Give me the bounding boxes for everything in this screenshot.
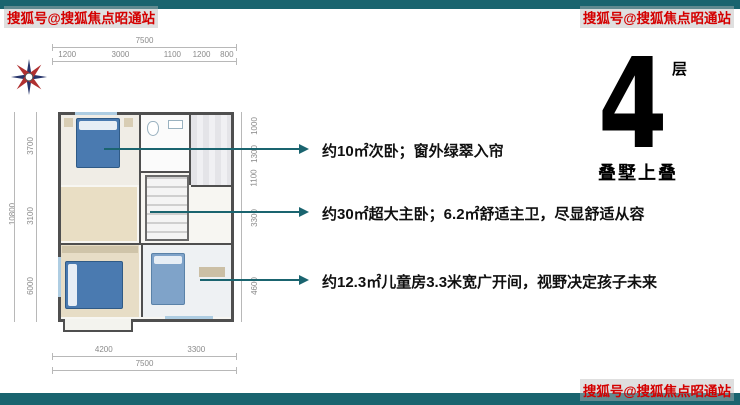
top-accent-bar [0, 0, 740, 9]
callout-arrow-master-bedroom [150, 207, 309, 217]
interior-wall [139, 115, 141, 243]
dim-line-top-segments [52, 58, 237, 65]
sink-icon [168, 120, 183, 129]
dim-value: 1200 [192, 50, 211, 59]
dim-value: 3100 [25, 207, 35, 225]
dim-bottom-segments: 4200 3300 [52, 346, 237, 354]
compass-icon [10, 58, 48, 96]
dim-bottom-total: 7500 [135, 359, 154, 368]
balcony [63, 319, 133, 332]
interior-wall [141, 171, 189, 173]
bed-icon [76, 118, 120, 168]
floor-number: 4 [598, 32, 668, 177]
dim-line-left-total [14, 112, 15, 322]
callout-text-master-bedroom: 约30㎡超大主卧；6.2㎡舒适主卫，尽显舒适从容 [322, 206, 645, 223]
dim-line-left-segments [36, 112, 37, 322]
dim-line-bottom-segments [52, 353, 237, 360]
dim-value: 3000 [111, 50, 130, 59]
interior-wall [189, 115, 191, 185]
stairs [145, 175, 189, 241]
dim-line-bottom-total [52, 367, 237, 374]
room-childrens-bedroom [143, 245, 231, 317]
kids-bed-icon [151, 253, 185, 305]
dim-value: 1000 [249, 117, 259, 135]
bottom-accent-bar [0, 393, 740, 405]
window-icon [75, 112, 117, 115]
pillow-icon [154, 256, 182, 264]
interior-wall [141, 245, 143, 317]
callout-arrow-secondary-bedroom [104, 144, 309, 154]
floor-plan [58, 112, 234, 332]
dim-value: 1100 [249, 169, 259, 187]
hallway [61, 187, 137, 241]
interior-wall [61, 243, 231, 245]
dim-value: 4200 [94, 345, 113, 354]
nightstand-icon [124, 118, 133, 127]
room-master-bedroom [61, 245, 139, 317]
pillow-icon [79, 121, 117, 130]
room-closet [191, 115, 231, 185]
master-bed-icon [65, 261, 123, 309]
dim-value: 3700 [25, 137, 35, 155]
nightstand-icon [64, 118, 73, 127]
callout-text-childrens-room: 约12.3㎡儿童房3.3米宽广开间，视野决定孩子未来 [322, 274, 658, 291]
window-icon [58, 257, 61, 297]
desk-icon [199, 267, 225, 277]
callout-arrow-childrens-room [200, 275, 309, 285]
dim-top-total: 7500 [135, 36, 154, 45]
dim-value: 800 [220, 50, 234, 59]
dim-value: 1200 [58, 50, 77, 59]
watermark-bottom-right: 搜狐号@搜狐焦点昭通站 [579, 379, 734, 401]
watermark-top-right: 搜狐号@搜狐焦点昭通站 [579, 6, 734, 28]
toilet-icon [147, 121, 159, 136]
dim-top-segments: 1200 3000 1100 1200 800 [52, 51, 237, 59]
callout-text-secondary-bedroom: 约10㎡次卧；窗外绿翠入帘 [322, 143, 504, 160]
floor-unit-label: 层 [672, 61, 688, 78]
window-icon [165, 316, 213, 319]
dim-value: 1100 [163, 50, 181, 59]
wardrobe-icon [62, 246, 138, 253]
watermark-top-left: 搜狐号@搜狐焦点昭通站 [4, 6, 159, 28]
interior-wall [191, 185, 231, 187]
room-secondary-bedroom [61, 115, 139, 185]
dim-line-top-total [52, 44, 237, 51]
dim-line-right [241, 112, 242, 322]
floor-subtitle: 叠墅上叠 [598, 163, 678, 183]
room-master-bathroom [141, 115, 189, 171]
dim-value: 6000 [25, 277, 35, 295]
dim-value: 3300 [187, 345, 206, 354]
pillow-icon [68, 264, 77, 306]
